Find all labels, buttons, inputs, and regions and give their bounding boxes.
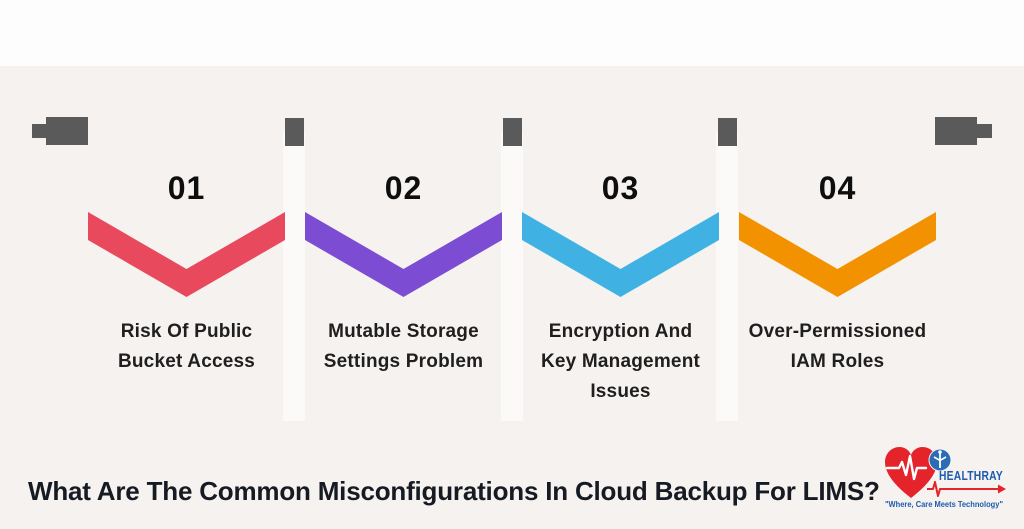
page-title: What Are The Common Misconfigurations In… (28, 476, 880, 506)
step-chevron-icon (522, 212, 719, 297)
brand-name: HEALTHRAY (939, 469, 1003, 483)
brand-tagline: "Where, Care Meets Technology" (885, 500, 1003, 509)
step-chevron-icon (305, 212, 502, 297)
card-gap-strip (283, 131, 305, 421)
step-chevron-icon (88, 212, 285, 297)
plug-left-icon (32, 124, 47, 138)
heart-ecg-icon (885, 447, 937, 498)
step-number: 01 (167, 170, 206, 206)
plug-left-icon (46, 117, 88, 145)
timeline-pin-icon (285, 118, 304, 146)
timeline-pin-icon (718, 118, 737, 146)
step-chevron-icon (739, 212, 936, 297)
plug-right-icon (935, 117, 977, 145)
ecg-arrow-icon (927, 481, 1006, 497)
step-number: 02 (384, 170, 423, 206)
card-gap-strip (501, 131, 523, 421)
step-number: 04 (818, 170, 857, 206)
top-band (0, 0, 1024, 66)
step-number: 03 (601, 170, 640, 206)
healthray-logo: HEALTHRAY "Where, Care Meets Technology" (880, 443, 1008, 513)
caduceus-icon (928, 448, 952, 472)
timeline-pin-icon (503, 118, 522, 146)
card-gap-strip (716, 131, 738, 421)
plug-right-icon (977, 124, 992, 138)
